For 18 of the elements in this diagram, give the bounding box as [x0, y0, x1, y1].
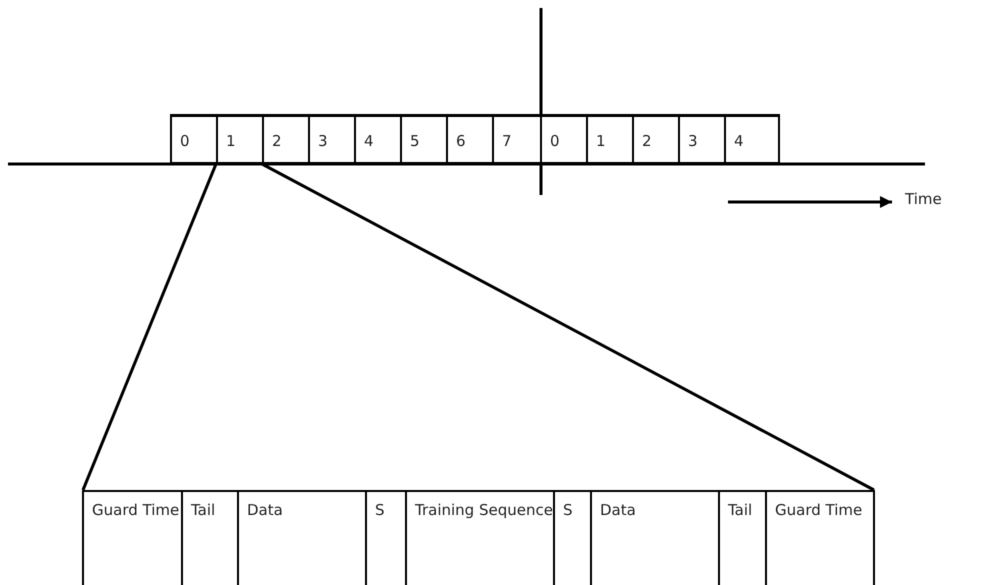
leader-line	[261, 162, 875, 492]
axis-label: Time	[905, 190, 942, 208]
time-slot: 3	[678, 114, 726, 164]
time-slot: 5	[400, 114, 448, 164]
leader-line	[82, 163, 218, 491]
time-slot: 7	[492, 114, 542, 164]
burst-field: Guard Time	[765, 490, 875, 585]
time-slot: 6	[446, 114, 494, 164]
time-slot: 2	[632, 114, 680, 164]
time-slot: 2	[262, 114, 310, 164]
time-slot: 0	[170, 114, 218, 164]
time-slot: 4	[724, 114, 780, 164]
time-slot: 4	[354, 114, 402, 164]
time-slot: 3	[308, 114, 356, 164]
time-slot: 1	[586, 114, 634, 164]
time-slot: 0	[540, 114, 588, 164]
burst-field: Guard Time	[82, 490, 183, 585]
time-slot: 1	[216, 114, 264, 164]
